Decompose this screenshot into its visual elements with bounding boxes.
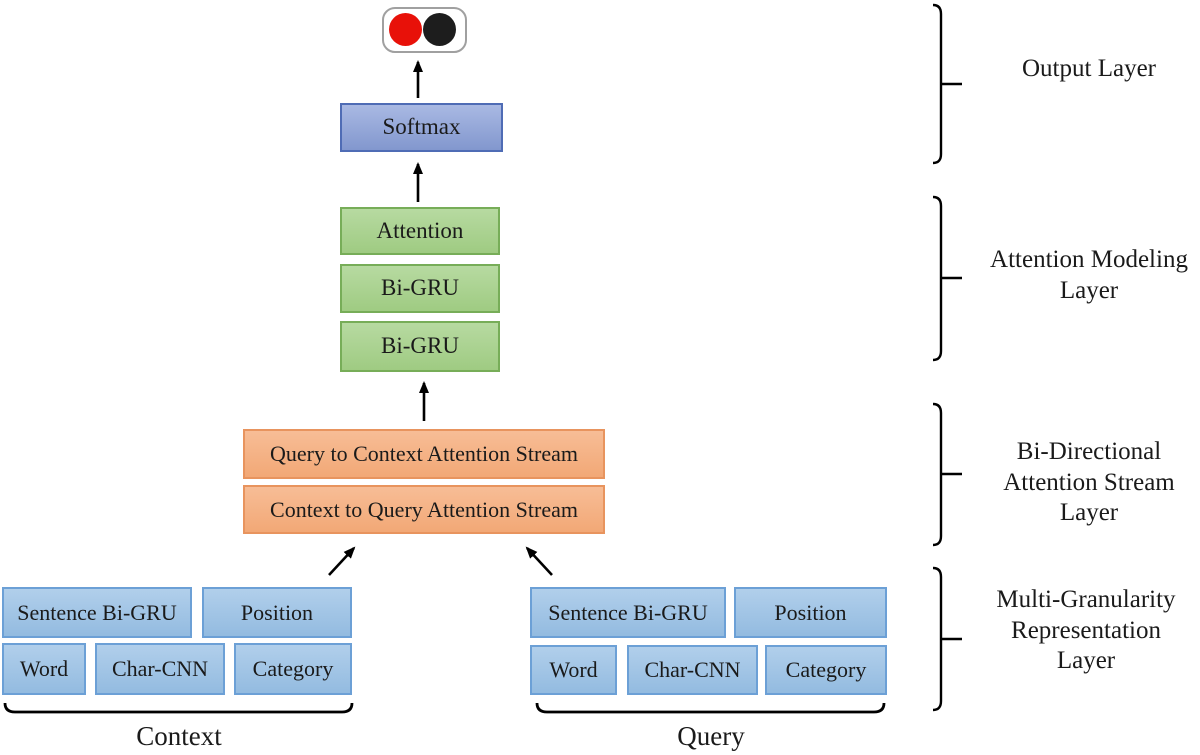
context-to-query-stream-box: Context to Query Attention Stream	[243, 485, 605, 534]
query-word-label: Word	[549, 657, 598, 683]
softmax-label: Softmax	[382, 114, 461, 140]
arrow-context-to-streams-icon	[328, 546, 356, 576]
query-category-box: Category	[765, 645, 887, 695]
bigru-box-1: Bi-GRU	[340, 264, 500, 313]
context-category-label: Category	[252, 656, 334, 682]
query-to-context-stream-box: Query to Context Attention Stream	[243, 429, 605, 479]
brace-bidirectional-attention-layer-icon	[932, 402, 962, 547]
query-sentence-bigru-label: Sentence Bi-GRU	[548, 599, 708, 625]
bigru-label-2: Bi-GRU	[381, 333, 459, 359]
query-to-context-stream-label: Query to Context Attention Stream	[270, 441, 578, 467]
context-category-box: Category	[234, 643, 352, 695]
brace-output-layer-icon	[932, 3, 962, 165]
context-position-box: Position	[202, 587, 352, 638]
multi-granularity-representation-layer-label: Multi-Granularity Representation Layer	[996, 586, 1176, 674]
query-position-label: Position	[774, 599, 847, 625]
context-char-cnn-box: Char-CNN	[95, 643, 225, 695]
output-indicator	[382, 7, 467, 53]
softmax-box: Softmax	[340, 103, 503, 152]
query-sentence-bigru-box: Sentence Bi-GRU	[530, 587, 726, 638]
brace-attention-modeling-layer-icon	[932, 195, 962, 362]
context-sentence-bigru-box: Sentence Bi-GRU	[2, 587, 192, 638]
bigru-box-2: Bi-GRU	[340, 321, 500, 372]
query-caption: Query	[677, 721, 745, 751]
context-word-box: Word	[2, 643, 86, 695]
attention-box: Attention	[340, 207, 500, 255]
bracket-context-icon	[3, 702, 354, 714]
black-class-dot-icon	[423, 13, 456, 46]
red-class-dot-icon	[389, 13, 422, 46]
query-char-cnn-label: Char-CNN	[644, 657, 741, 683]
context-to-query-stream-label: Context to Query Attention Stream	[270, 496, 578, 522]
bracket-query-icon	[535, 702, 886, 714]
bidirectional-attention-stream-layer-label: Bi-Directional Attention Stream Layer	[1003, 438, 1175, 526]
context-position-label: Position	[240, 599, 314, 625]
context-caption: Context	[136, 721, 222, 751]
brace-multi-granularity-layer-icon	[932, 566, 962, 712]
attention-label: Attention	[376, 217, 464, 243]
query-category-label: Category	[785, 657, 867, 683]
query-word-box: Word	[530, 645, 617, 695]
attention-modeling-layer-label: Attention Modeling Layer	[990, 246, 1188, 304]
context-sentence-bigru-label: Sentence Bi-GRU	[17, 599, 177, 625]
query-position-box: Position	[734, 587, 887, 638]
arrow-query-to-streams-icon	[525, 546, 553, 576]
output-layer-label: Output Layer	[1022, 55, 1156, 82]
query-char-cnn-box: Char-CNN	[627, 645, 758, 695]
context-char-cnn-label: Char-CNN	[111, 656, 209, 682]
context-word-label: Word	[19, 656, 69, 682]
bigru-label-1: Bi-GRU	[381, 275, 459, 301]
